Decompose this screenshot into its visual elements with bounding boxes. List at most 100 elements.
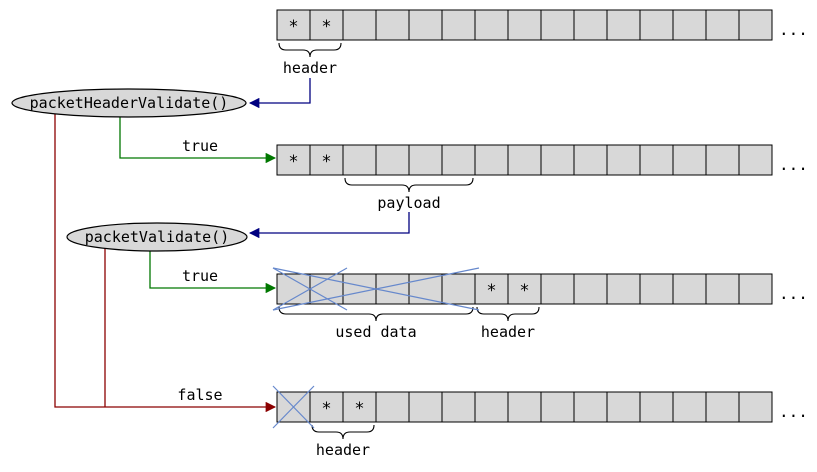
byte-cell <box>639 144 674 176</box>
byte-marker: * <box>486 281 496 301</box>
byte-cell <box>573 273 608 305</box>
byte-cell <box>507 144 542 176</box>
byte-cell <box>474 273 509 305</box>
byte-cell <box>408 9 443 41</box>
node-ellipse <box>66 222 248 252</box>
brace-header <box>476 306 540 322</box>
byte-marker: * <box>354 399 364 419</box>
row-ellipsis: ... <box>779 284 808 303</box>
byte-cell <box>441 391 476 423</box>
brace-header <box>311 424 375 440</box>
nodes-layer: packetHeaderValidate() packetValidate() <box>11 88 248 252</box>
byte-cell <box>375 273 410 305</box>
edge-true-to-payload-row <box>119 116 277 164</box>
byte-cell <box>672 9 707 41</box>
byte-marker: * <box>288 152 298 172</box>
byte-cell <box>639 391 674 423</box>
byte-cell <box>573 391 608 423</box>
byte-cell <box>474 9 509 41</box>
byte-cell <box>441 144 476 176</box>
row-ellipsis: ... <box>779 402 808 421</box>
edge-label-true-2: true <box>182 267 218 285</box>
discard-cross-line <box>272 267 348 311</box>
byte-cell <box>474 391 509 423</box>
byte-marker: * <box>321 152 331 172</box>
byte-cell <box>408 144 443 176</box>
byte-cell <box>507 391 542 423</box>
brace-header <box>278 42 342 58</box>
row-ellipsis: ... <box>779 155 808 174</box>
byte-cell <box>705 144 740 176</box>
byte-marker: * <box>288 17 298 37</box>
byte-cell <box>342 144 377 176</box>
byte-cell <box>573 9 608 41</box>
byte-cell <box>276 9 311 41</box>
byte-cell <box>276 273 311 305</box>
byte-marker: * <box>321 17 331 37</box>
byte-cell <box>375 144 410 176</box>
byte-cell <box>408 391 443 423</box>
byte-cell <box>375 9 410 41</box>
byte-cell <box>342 9 377 41</box>
byte-array-row-2: * *... payload <box>276 144 808 212</box>
edge-label-true-1: true <box>182 137 218 155</box>
byte-cell <box>507 9 542 41</box>
edge-payload-to-packet-validate <box>248 212 410 239</box>
brace-label: header <box>283 59 337 77</box>
byte-cell <box>342 273 377 305</box>
byte-cell <box>705 9 740 41</box>
byte-cell <box>672 144 707 176</box>
byte-cell <box>606 273 641 305</box>
edge-true-to-consumed-row <box>149 250 277 294</box>
byte-cell <box>375 391 410 423</box>
byte-cell <box>639 273 674 305</box>
edges-layer <box>54 78 410 413</box>
edge-header-to-packet-header-validate <box>248 78 311 109</box>
byte-cell <box>474 144 509 176</box>
byte-cell <box>738 9 773 41</box>
byte-array-row-4: * *... header <box>272 385 808 459</box>
byte-cell <box>441 273 476 305</box>
byte-cell <box>309 144 344 176</box>
row-ellipsis: ... <box>779 20 808 39</box>
node-label: packetValidate() <box>85 228 230 246</box>
byte-array-row-3: * *... used data header <box>272 267 808 341</box>
byte-cell <box>606 144 641 176</box>
byte-cell <box>540 391 575 423</box>
byte-marker: * <box>519 281 529 301</box>
node-label: packetHeaderValidate() <box>30 94 229 112</box>
byte-cell <box>606 391 641 423</box>
edge-labels-layer: true true false <box>177 137 222 404</box>
byte-cell <box>738 144 773 176</box>
edge-false-to-skip-row <box>54 113 277 413</box>
brace-label: header <box>481 323 535 341</box>
byte-cell <box>639 9 674 41</box>
discard-cross-line <box>272 267 480 311</box>
byte-cell <box>309 391 344 423</box>
brace-used-data <box>278 306 474 322</box>
byte-cell <box>573 144 608 176</box>
brace-label: used data <box>335 323 416 341</box>
byte-cell <box>342 391 377 423</box>
byte-array-row-1: * *... header <box>276 9 808 77</box>
byte-cell <box>672 391 707 423</box>
byte-cell <box>540 144 575 176</box>
brace-payload <box>344 177 474 193</box>
byte-cell <box>672 273 707 305</box>
brace-label: header <box>316 441 370 459</box>
byte-cell <box>540 9 575 41</box>
byte-cell <box>738 273 773 305</box>
byte-cell <box>705 391 740 423</box>
byte-cell <box>606 9 641 41</box>
edge-label-false: false <box>177 386 222 404</box>
byte-marker: * <box>321 399 331 419</box>
byte-cell <box>705 273 740 305</box>
byte-cell <box>507 273 542 305</box>
brace-label: payload <box>377 194 440 212</box>
byte-cell <box>441 9 476 41</box>
byte-cell <box>738 391 773 423</box>
discard-cross-line <box>272 385 315 429</box>
node-packet-header-validate: packetHeaderValidate() <box>11 88 247 118</box>
